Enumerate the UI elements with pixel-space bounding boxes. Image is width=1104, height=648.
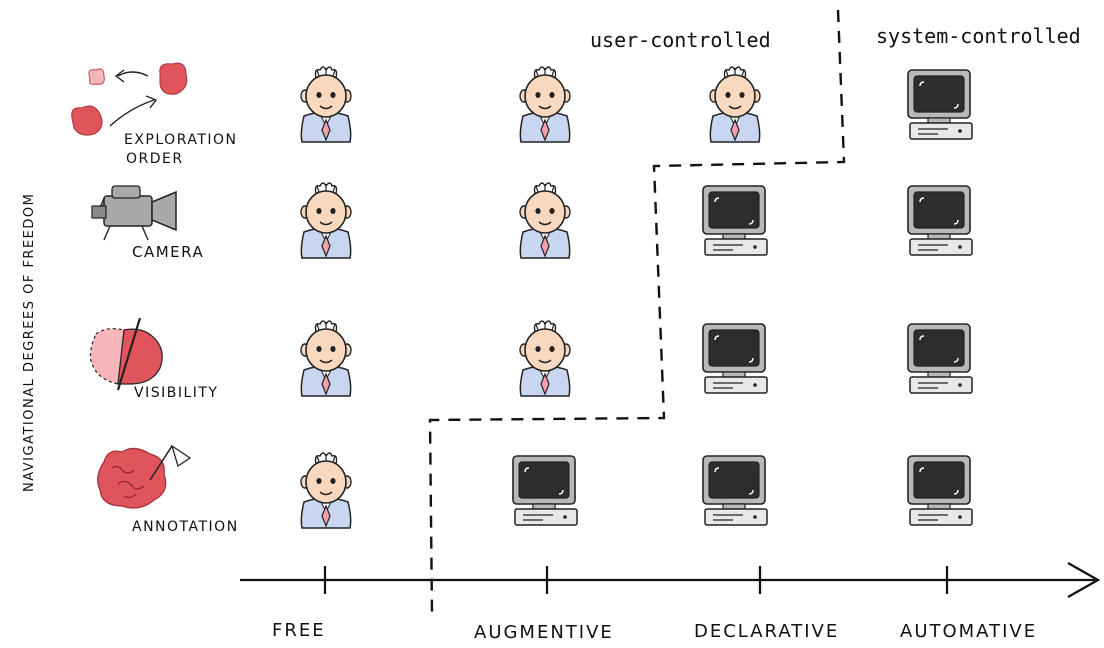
row-label-visibility: VISIBILITY	[134, 385, 219, 401]
column-label-augmentive: AUGMENTIVE	[474, 622, 614, 643]
row-label-camera: CAMERA	[132, 243, 205, 261]
user-icon-annotation-free	[300, 452, 352, 529]
row-label-annotation: ANNOTATION	[132, 519, 239, 535]
computer-icon-annotation-automative	[907, 455, 973, 526]
computer-icon-annotation-augmentive	[512, 455, 578, 526]
y-axis-label: NAVIGATIONAL DEGREES OF FREEDOM	[22, 192, 37, 492]
user-icon-camera-augmentive	[519, 182, 571, 259]
computer-icon-visibility-declarative	[702, 323, 768, 394]
row-label-exploration-order-line2: ORDER	[126, 151, 184, 167]
camera-icon	[91, 185, 177, 241]
computer-icon-camera-automative	[907, 185, 973, 256]
exploration-order-icon	[71, 62, 188, 136]
region-boundary-line	[428, 9, 846, 615]
column-label-free: FREE	[272, 620, 326, 641]
computer-icon-annotation-declarative	[702, 455, 768, 526]
user-icon-visibility-free	[300, 320, 352, 397]
user-icon-exploration-order-free	[300, 66, 352, 143]
computer-icon-visibility-automative	[907, 323, 973, 394]
system-controlled-label: system-controlled	[876, 24, 1081, 48]
computer-icon-exploration-order-automative	[907, 69, 973, 140]
column-label-declarative: DECLARATIVE	[694, 621, 840, 642]
row-label-exploration-order-line1: EXPLORATION	[124, 132, 238, 148]
user-icon-exploration-order-augmentive	[519, 66, 571, 143]
x-axis	[240, 562, 1101, 598]
computer-icon-camera-declarative	[702, 185, 768, 256]
annotation-icon	[97, 444, 192, 509]
visibility-icon	[89, 317, 163, 391]
user-controlled-label: user-controlled	[590, 28, 771, 52]
user-icon-visibility-augmentive	[519, 320, 571, 397]
user-icon-camera-free	[300, 182, 352, 259]
column-label-automative: AUTOMATIVE	[900, 621, 1038, 642]
user-icon-exploration-order-declarative	[709, 66, 761, 143]
